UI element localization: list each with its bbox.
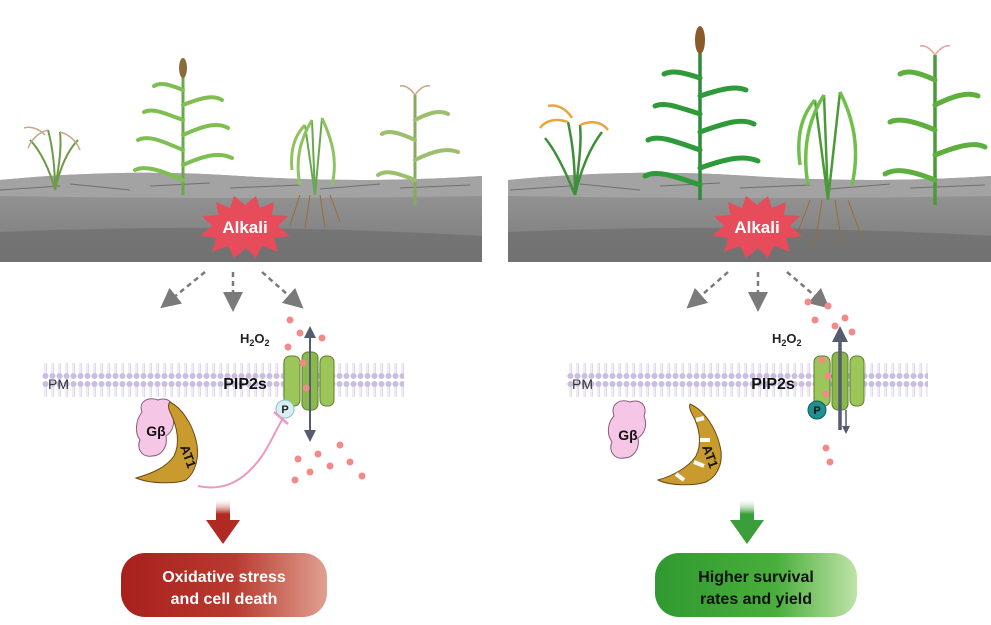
right-outcome-line2: rates and yield xyxy=(700,591,812,608)
right-h2o2-label: H2O2 xyxy=(772,331,802,348)
right-dashed-arrow-3 xyxy=(786,271,830,309)
right-alkali-label: Alkali xyxy=(734,218,779,237)
left-pip2s-label: PIP2s xyxy=(223,376,267,393)
right-outcome-box xyxy=(655,553,857,617)
right-alkali-starburst: Alkali xyxy=(712,196,802,258)
left-plasma-membrane xyxy=(42,362,404,400)
right-phospho-badge xyxy=(807,400,827,420)
right-pm-label: PM xyxy=(572,376,593,392)
left-at1-protein xyxy=(134,401,199,484)
left-dashed-arrow-3 xyxy=(261,271,304,309)
left-dashed-arrow-1 xyxy=(160,271,206,309)
left-dashed-arrows xyxy=(160,271,304,312)
left-phospho-label: P xyxy=(281,404,288,416)
left-plant-rice xyxy=(23,126,81,191)
right-plant-wheat xyxy=(794,91,863,246)
right-h2o2-dots xyxy=(804,298,856,466)
left-pm-label: PM xyxy=(48,376,69,392)
right-dashed-arrows xyxy=(686,271,830,312)
left-outcome-line1: Oxidative stress xyxy=(162,569,286,586)
left-alkali-starburst: Alkali xyxy=(200,196,290,258)
left-panel: Alkali PM PIP2s H2O2 P xyxy=(0,58,482,617)
left-inhibition-line xyxy=(197,419,283,489)
right-panel: Alkali PM PIP2s H2O2 P Gβ xyxy=(508,26,991,617)
left-outcome-line2: and cell death xyxy=(171,591,278,608)
left-gbeta-label: Gβ xyxy=(146,423,166,439)
left-outcome-arrow xyxy=(206,498,240,544)
left-h2o2-label: H2O2 xyxy=(240,331,270,348)
right-plant-maize xyxy=(882,45,988,205)
left-plant-sorghum xyxy=(133,58,234,195)
right-outcome-arrow xyxy=(730,498,764,544)
right-gbeta-protein xyxy=(607,400,647,459)
right-plant-rice xyxy=(539,104,609,196)
right-plant-sorghum xyxy=(642,26,761,200)
right-plasma-membrane xyxy=(566,362,928,400)
right-pip2s-label: PIP2s xyxy=(751,376,795,393)
left-phospho-badge xyxy=(275,399,295,419)
left-plant-wheat xyxy=(289,117,341,229)
left-alkali-label: Alkali xyxy=(222,218,267,237)
right-outcome-line1: Higher survival xyxy=(698,569,814,586)
right-phospho-label: P xyxy=(813,405,820,417)
right-gbeta-label: Gβ xyxy=(618,427,638,443)
right-dashed-arrow-1 xyxy=(686,271,729,309)
left-plant-maize xyxy=(376,85,460,205)
left-gbeta-protein xyxy=(135,398,175,457)
left-h2o2-dots xyxy=(284,316,366,484)
left-outcome-box xyxy=(121,553,327,617)
right-at1-protein xyxy=(656,403,722,486)
